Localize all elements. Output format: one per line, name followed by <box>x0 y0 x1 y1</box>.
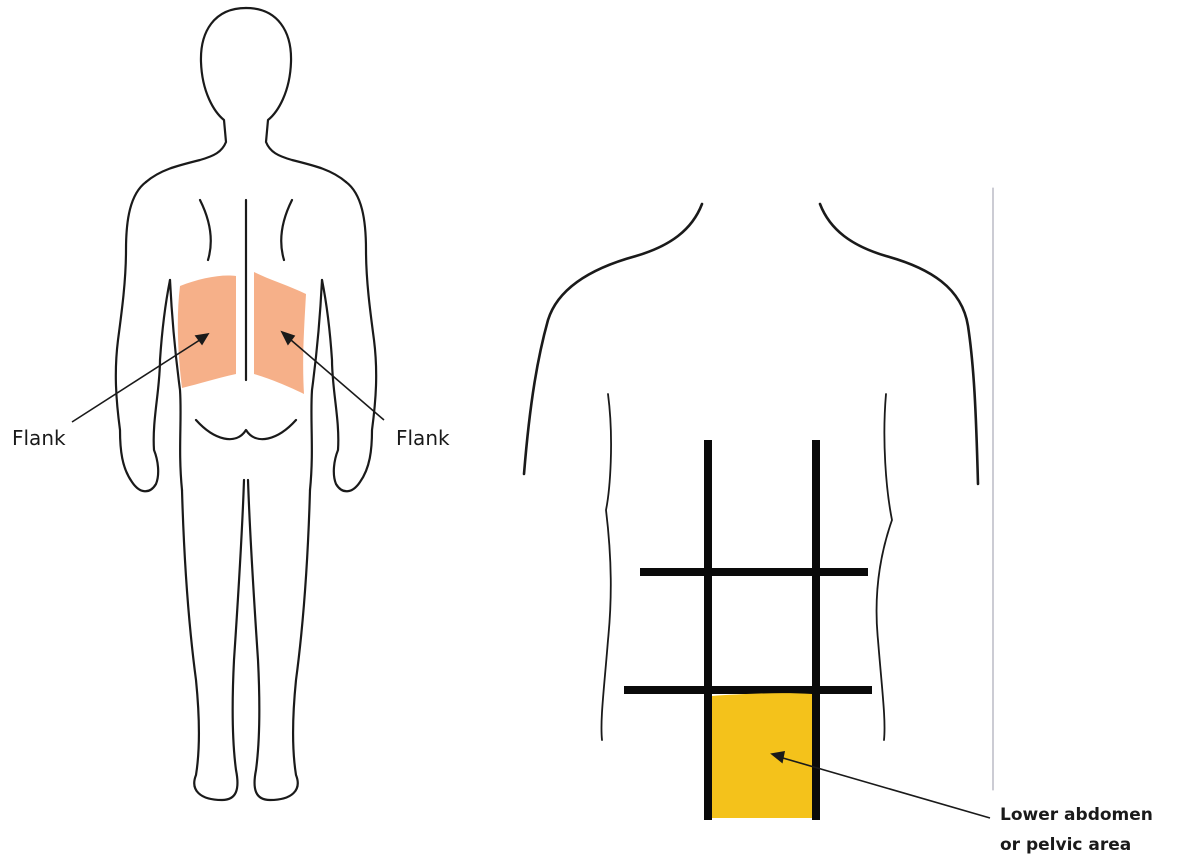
flank-label-left: Flank <box>12 426 66 450</box>
left-arm <box>116 182 170 491</box>
pelvic-label-line1: Lower abdomen <box>1000 800 1153 830</box>
right-leg <box>248 480 310 800</box>
torso-side-right <box>877 394 892 740</box>
shoulder-blade-right <box>281 200 292 260</box>
right-arm <box>322 182 376 491</box>
shoulder-blade-left <box>200 200 211 260</box>
pelvic-highlight <box>712 693 812 818</box>
neck-right <box>820 204 978 484</box>
back-view-figure <box>116 8 376 800</box>
head-outline <box>146 8 246 182</box>
left-leg <box>182 480 244 800</box>
neck-left <box>524 204 702 474</box>
buttocks-line <box>196 420 296 439</box>
flank-label-right: Flank <box>396 426 450 450</box>
torso-side-left <box>601 394 611 740</box>
flank-highlight-left <box>178 275 236 388</box>
flank-highlight-right <box>254 272 306 394</box>
torso-right <box>310 280 322 490</box>
pelvic-label-line2: or pelvic area <box>1000 830 1131 860</box>
head-outline-right <box>246 8 346 182</box>
